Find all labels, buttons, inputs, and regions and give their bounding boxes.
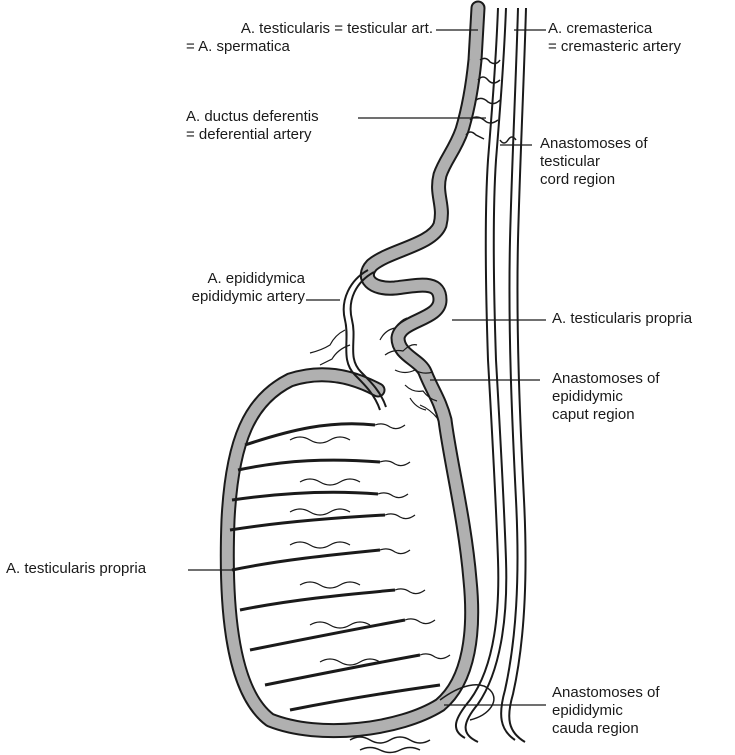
label-cord-line2: testicular xyxy=(540,153,648,171)
label-cauda-line3: cauda region xyxy=(552,720,660,738)
label-epididymica: A. epididymica epididymic artery xyxy=(192,270,305,306)
label-cord-line1: Anastomoses of xyxy=(540,135,648,153)
label-cremasterica: A. cremasterica = cremasteric artery xyxy=(548,20,681,56)
label-epididymica-line1: A. epididymica xyxy=(192,270,305,288)
testicular-branches xyxy=(230,424,450,710)
label-testicularis-line2: = A. spermatica xyxy=(186,38,290,56)
label-caput-line1: Anastomoses of xyxy=(552,370,660,388)
cremasteric-artery xyxy=(501,8,526,742)
label-ductus-line2: = deferential artery xyxy=(186,126,319,144)
label-ductus: A. ductus deferentis = deferential arter… xyxy=(186,108,319,144)
label-testicularis: A. testicularis = testicular art. xyxy=(241,20,433,38)
label-propria-left-text: A. testicularis propria xyxy=(6,560,146,578)
label-epididymica-line2: epididymic artery xyxy=(192,288,305,306)
label-caput-anastomoses: Anastomoses of epididymic caput region xyxy=(552,370,660,424)
label-cord-line3: cord region xyxy=(540,171,648,189)
label-cauda-line2: epididymic xyxy=(552,702,660,720)
label-testicularis-2: = A. spermatica xyxy=(186,38,290,56)
label-cauda-line1: Anastomoses of xyxy=(552,684,660,702)
label-propria-right-text: A. testicularis propria xyxy=(552,310,692,328)
label-caput-line2: epididymic xyxy=(552,388,660,406)
label-propria-left: A. testicularis propria xyxy=(6,560,146,578)
label-caput-line3: caput region xyxy=(552,406,660,424)
label-testicularis-line1: A. testicularis = testicular art. xyxy=(241,20,433,38)
label-propria-right: A. testicularis propria xyxy=(552,310,692,328)
label-cremasterica-line1: A. cremasterica xyxy=(548,20,681,38)
label-cauda-anastomoses: Anastomoses of epididymic cauda region xyxy=(552,684,660,738)
label-cord-anastomoses: Anastomoses of testicular cord region xyxy=(540,135,648,189)
label-cremasterica-line2: = cremasteric artery xyxy=(548,38,681,56)
label-ductus-line1: A. ductus deferentis xyxy=(186,108,319,126)
